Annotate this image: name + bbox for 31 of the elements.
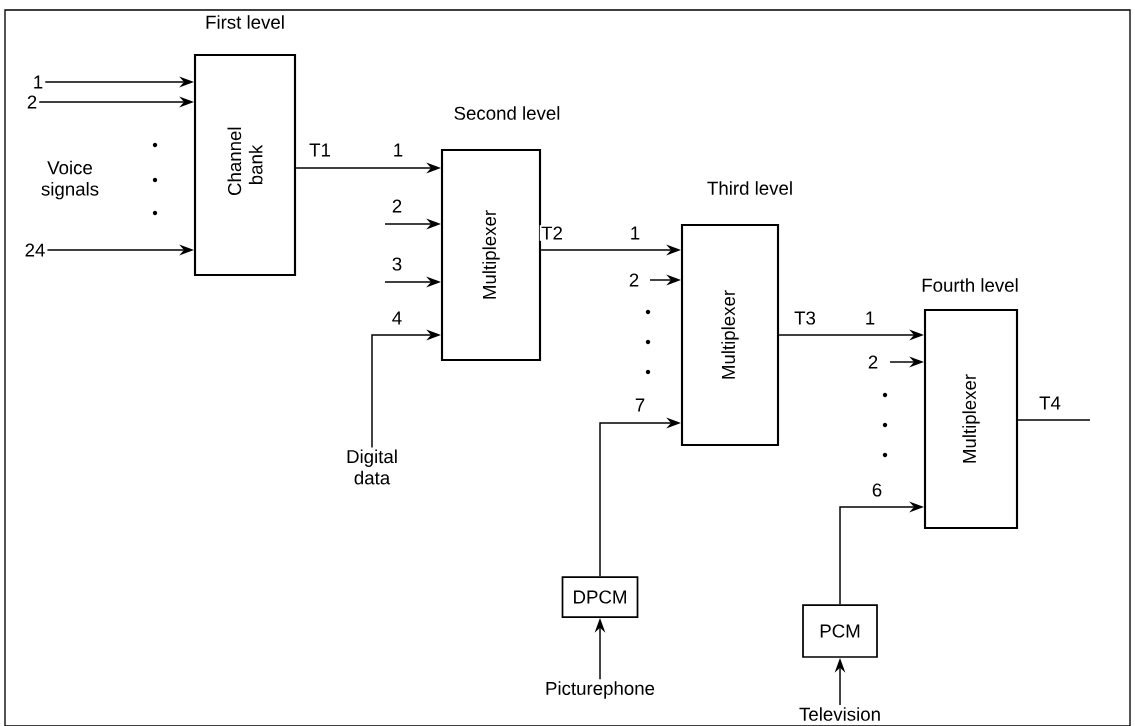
- multiplexer-box: Channel bank: [193, 53, 297, 277]
- source-label: 24: [25, 243, 45, 257]
- level-heading: Third level: [707, 181, 792, 195]
- multiplexer-box: Multiplexer: [923, 308, 1019, 530]
- multiplexer-box: Multiplexer: [680, 223, 780, 447]
- edge-label: 2: [390, 198, 404, 214]
- edge-label: T3: [792, 310, 818, 326]
- encoder-box: DPCM: [561, 576, 639, 618]
- port-number: 1: [631, 226, 640, 240]
- port-number: 1: [394, 143, 403, 157]
- encoder-box: PCM: [802, 604, 878, 658]
- multiplexer-box: Multiplexer: [440, 148, 542, 362]
- edge-label: 4: [390, 310, 404, 326]
- edge-label: 7: [633, 397, 647, 413]
- source-label: 1: [34, 75, 43, 89]
- level-heading: Fourth level: [922, 278, 1018, 292]
- edge-label: 2: [866, 354, 880, 370]
- edge-label: 3: [390, 256, 404, 272]
- source-label: Digital data: [347, 449, 397, 485]
- source-label: Picturephone: [546, 681, 655, 699]
- level-heading: Second level: [454, 106, 560, 120]
- edge-label: 2: [627, 272, 641, 288]
- edge-label: T4: [1037, 395, 1063, 411]
- level-heading: First level: [206, 15, 284, 29]
- edge-label: T1: [307, 142, 333, 158]
- source-label: 2: [27, 95, 37, 109]
- signal-label: Voice signals: [41, 160, 99, 200]
- edge-label: T2: [539, 225, 565, 241]
- edge-label: 6: [870, 482, 884, 498]
- port-number: 1: [866, 311, 875, 325]
- source-label: Television: [799, 707, 880, 721]
